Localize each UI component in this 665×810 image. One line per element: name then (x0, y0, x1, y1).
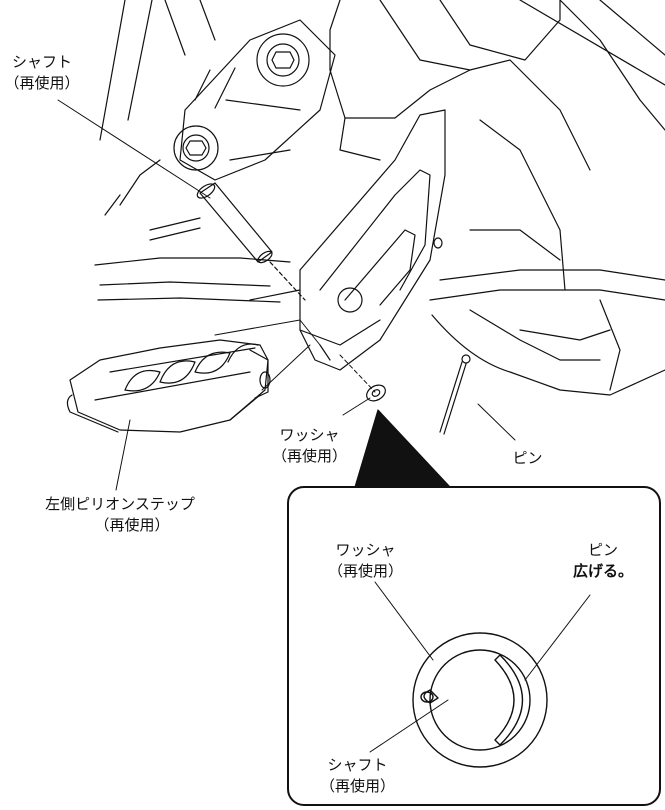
leader-lines (57, 99, 516, 491)
label-washer-note: （再使用） (271, 447, 347, 465)
label-washer: ワッシャ （再使用） (262, 425, 357, 467)
inset-detail (412, 632, 548, 768)
inset-label-pin-note: 広げる。 (572, 562, 633, 580)
label-pillion-step-name: 左側ピリオンステップ (45, 495, 195, 513)
inset-label-pin-name: ピン (587, 541, 618, 559)
callout-wedge (354, 409, 451, 488)
label-shaft-note: （再使用） (4, 74, 80, 92)
frame-outline (94, 0, 665, 396)
label-pillion-step: 左側ピリオンステップ （再使用） (0, 494, 240, 536)
inset-box (287, 486, 661, 806)
inset-label-washer-name: ワッシャ (335, 541, 396, 559)
label-shaft: シャフト （再使用） (2, 52, 82, 94)
assembly-lines (214, 319, 376, 393)
step-bracket (249, 109, 446, 371)
link-plate (173, 19, 336, 181)
inset-leader-lines (369, 581, 591, 753)
label-shaft-name: シャフト (11, 53, 72, 71)
pin-part (439, 354, 471, 435)
inset-label-washer: ワッシャ （再使用） (318, 540, 413, 582)
shaft-part (196, 182, 306, 301)
pillion-step-part (66, 339, 271, 433)
label-pin-name: ピン (512, 449, 543, 467)
washer-part (366, 384, 386, 402)
inset-label-washer-note: （再使用） (327, 562, 403, 580)
inset-label-shaft-note: （再使用） (319, 777, 395, 795)
inset-label-shaft-name: シャフト (327, 756, 388, 774)
inset-label-pin: ピン 広げる。 (558, 540, 648, 582)
label-washer-name: ワッシャ (279, 426, 340, 444)
label-pin: ピン (505, 448, 550, 469)
inset-label-shaft: シャフト （再使用） (310, 755, 405, 797)
label-pillion-step-note: （再使用） (94, 516, 170, 534)
